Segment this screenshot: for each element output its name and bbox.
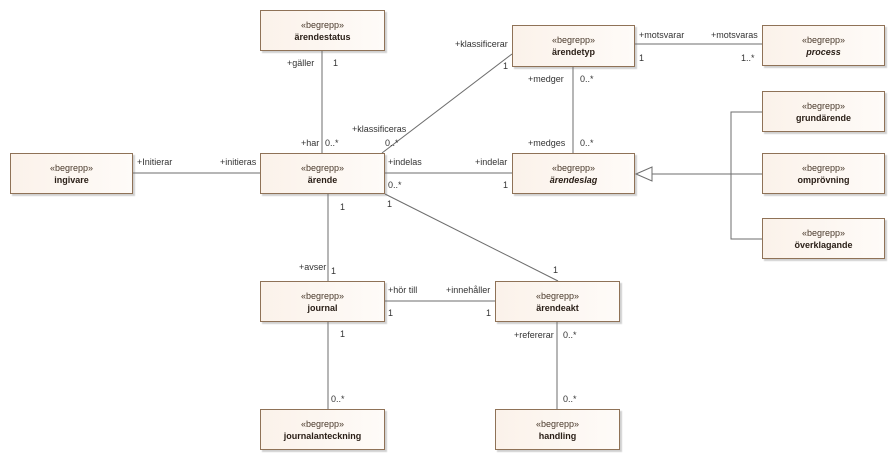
mult-medges: 0..* [580,138,594,148]
class-name: journalanteckning [283,430,362,441]
stereotype-label: «begrepp» [801,227,846,238]
mult-indelar: 1 [503,180,509,190]
class-journalanteckning[interactable]: «begrepp» journalanteckning [260,409,385,450]
role-refererar: +refererar [514,330,554,340]
mult-medger: 0..* [580,74,594,84]
stereotype-label: «begrepp» [300,162,345,173]
role-innehaller: +innehåller [446,285,491,295]
stereotype-label: «begrepp» [801,100,846,111]
mult-klassificeras: 0..* [385,138,399,148]
role-avser: +avser [299,262,327,272]
role-indelas: +indelas [388,157,422,167]
mult-innehaller: 1 [486,308,492,318]
stereotype-label: «begrepp» [551,162,596,173]
mult-galler: 1 [333,58,339,68]
class-name: ärendetyp [551,47,595,57]
mult-refererar: 0..* [563,330,577,340]
class-name: handling [538,430,577,441]
mult-har: 0..* [325,138,339,148]
mult-hortill: 1 [388,308,394,318]
mult-motsvaras: 1..* [741,53,755,63]
role-indelar: +indelar [475,157,508,167]
class-omprovning[interactable]: «begrepp» omprövning [762,153,885,194]
role-klassificeras: +klassificeras [352,124,407,134]
class-name: ärendeslag [549,174,598,185]
mult-arende-akt: 1 [387,199,393,209]
stereotype-label: «begrepp» [535,290,580,301]
class-ingivare[interactable]: «begrepp» ingivare [10,153,133,194]
mult-klassificerar: 1 [503,61,509,71]
stereotype-label: «begrepp» [300,19,345,30]
stereotype-label: «begrepp» [551,35,596,45]
role-galler: +gäller [287,58,315,68]
mult-avser: 1 [331,266,337,276]
stereotype-label: «begrepp» [49,162,94,173]
mult-ant: 0..* [331,394,345,404]
role-klassificerar: +klassificerar [455,39,508,49]
role-har: +har [301,138,320,148]
stereotype-label: «begrepp» [801,162,846,173]
class-name: journal [307,302,338,313]
stereotype-label: «begrepp» [801,34,846,45]
role-motsvarar: +motsvarar [639,30,685,40]
mult-akt-arende: 1 [553,265,559,275]
class-name: ärendestatus [294,31,351,42]
class-name: ärende [307,174,338,185]
stereotype-label: «begrepp» [300,290,345,301]
class-journal[interactable]: «begrepp» journal [260,281,385,322]
class-name: process [806,46,841,57]
role-initierar: +Initierar [137,157,173,167]
class-grundarende[interactable]: «begrepp» grundärende [762,91,885,132]
role-medges: +medges [528,138,566,148]
assoc-arende-arendetyp [381,53,513,154]
role-motsvaras: +motsvaras [711,30,758,40]
class-arendeakt[interactable]: «begrepp» ärendeakt [495,281,620,322]
class-name: omprövning [797,174,850,185]
mult-motsvarar: 1 [639,53,645,63]
assoc-arende-arendeakt [384,193,559,282]
class-name: grundärende [795,112,851,123]
class-arendetyp[interactable]: «begrepp» ärendetyp [512,25,635,67]
class-name: ärendeakt [536,302,579,313]
mult-arende-journal: 1 [340,202,346,212]
generalization-branches [730,111,762,240]
class-arendestatus[interactable]: «begrepp» ärendestatus [260,10,385,51]
role-medger: +medger [528,74,564,84]
mult-journal-ant: 1 [340,329,346,339]
class-arende[interactable]: «begrepp» ärende [260,153,385,194]
class-name: överklagande [794,239,853,250]
generalization-arrowhead [634,166,653,182]
class-name: ingivare [54,174,89,185]
role-hortill: +hör till [388,285,418,295]
mult-handling: 0..* [563,394,577,404]
class-handling[interactable]: «begrepp» handling [495,409,620,450]
class-overklagande[interactable]: «begrepp» överklagande [762,218,885,259]
class-process[interactable]: «begrepp» process [762,25,885,66]
class-arendeslag[interactable]: «begrepp» ärendeslag [512,153,635,194]
stereotype-label: «begrepp» [535,418,580,429]
stereotype-label: «begrepp» [300,418,345,429]
role-initieras: +initieras [220,157,257,167]
mult-indelas: 0..* [388,180,402,190]
